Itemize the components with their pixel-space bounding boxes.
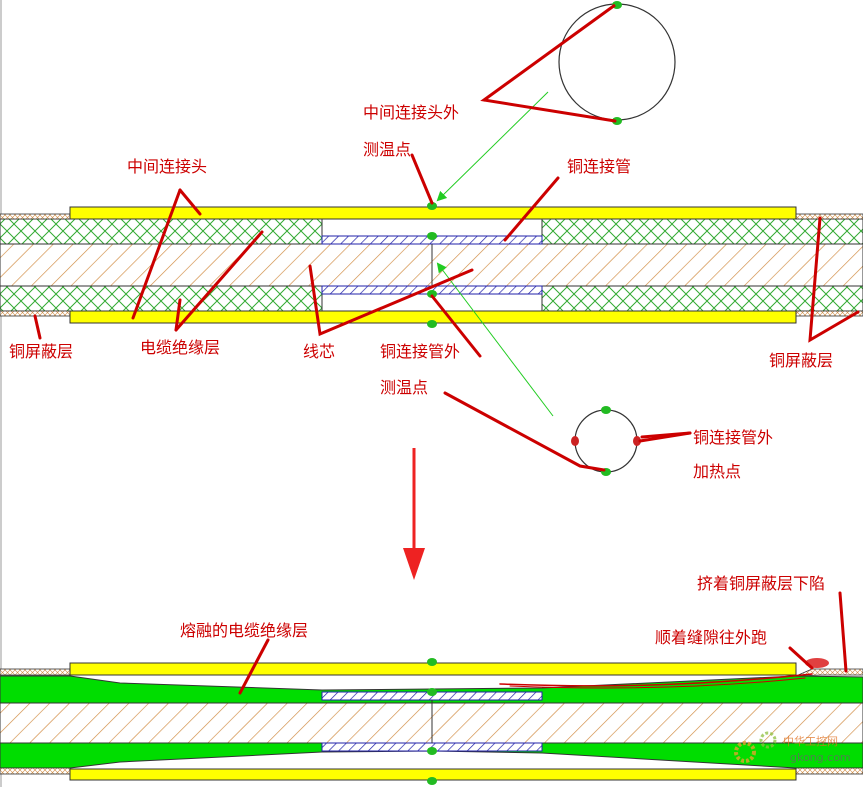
cross-section-circle-joint (558, 1, 676, 125)
label-cable-insulation: 电缆绝缘层 (140, 338, 220, 357)
gear-icon (734, 741, 756, 763)
label-heating-point-1: 铜连接管外 (693, 428, 773, 447)
joint-pointer-arrow (436, 91, 549, 202)
label-copper-connector: 铜连接管 (567, 157, 631, 176)
label-shield-right: 铜屏蔽层 (769, 351, 833, 370)
bottom-leader-lines (238, 591, 848, 695)
joint-outer-measure-dot-lower (427, 320, 437, 328)
label-joint-outer-point-1: 中间连接头外 (363, 103, 459, 122)
cross-section-circle-connector (571, 406, 641, 476)
label-shield-left: 铜屏蔽层 (9, 342, 73, 361)
label-connector-outer-point-2: 测温点 (380, 378, 428, 397)
joint-outer-measure-dot (427, 202, 437, 210)
label-middle-joint: 中间连接头 (127, 157, 207, 176)
label-core: 线芯 (303, 342, 335, 361)
bottom-dot-4 (427, 777, 437, 785)
shield-bottom-left-lower (0, 767, 71, 775)
watermark: 中华工控网 gkong.com (734, 731, 851, 764)
watermark-name: 中华工控网 (783, 734, 838, 748)
bottom-dot-2 (427, 688, 437, 696)
label-connector-outer-point-1: 铜连接管外 (380, 342, 460, 361)
shield-bottom-right-lower (795, 767, 863, 775)
heating-dot-left (571, 436, 579, 446)
shield-bottom-left-upper (0, 668, 71, 676)
transition-arrow (403, 448, 425, 580)
top-cross-section (0, 202, 863, 328)
label-heating-point-2: 加热点 (693, 462, 741, 481)
label-melted-insulation: 熔融的电缆绝缘层 (180, 621, 308, 640)
label-shield-sink: 挤着铜屏蔽层下陷 (697, 574, 825, 593)
gear-icon-small (759, 731, 777, 749)
connector-measure-dot-lower (427, 290, 437, 298)
bottom-dot-1 (427, 658, 437, 666)
watermark-url: gkong.com (790, 751, 851, 764)
label-joint-outer-point-2: 测温点 (363, 140, 411, 159)
joint-circle (558, 3, 676, 121)
label-gap-flow: 顺着缝隙往外跑 (655, 628, 767, 647)
heating-dot-right (633, 436, 641, 446)
top-leader-lines (33, 3, 860, 472)
bottom-cross-section (0, 658, 863, 785)
copper-shield-left-upper (0, 213, 71, 220)
bottom-dot-3 (427, 747, 437, 755)
bottom-labels: 挤着铜屏蔽层下陷 熔融的电缆绝缘层 顺着缝隙往外跑 (180, 574, 825, 647)
connector-circle (574, 409, 638, 473)
copper-shield-right-upper (795, 213, 863, 220)
connector-circle-dot-top (601, 406, 611, 414)
connector-measure-dot-upper (427, 232, 437, 240)
connector-pointer-arrow (436, 262, 554, 417)
top-labels: 中间连接头外 测温点 中间连接头 铜连接管 铜屏蔽层 电缆绝缘层 线芯 铜连接管… (9, 103, 833, 481)
joint-circle-dot-bottom (612, 117, 622, 125)
